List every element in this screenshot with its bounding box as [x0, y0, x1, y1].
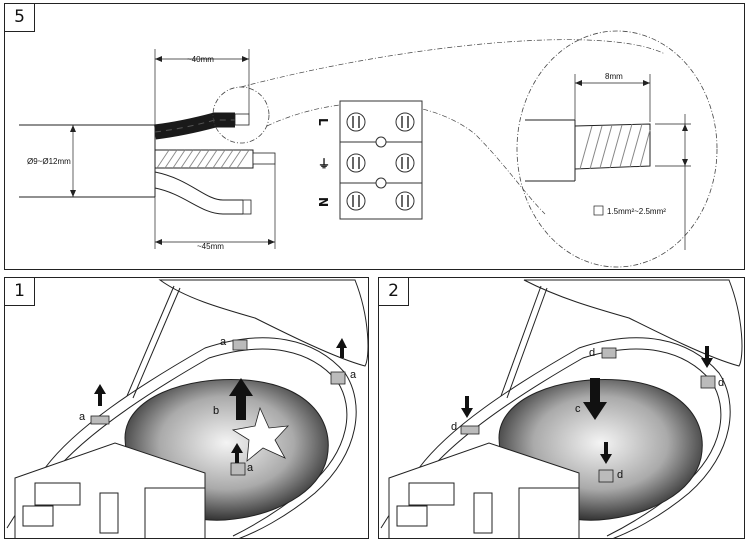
label-d-left: d [451, 421, 457, 433]
label-a-left: a [79, 411, 86, 423]
lift-arrows [94, 338, 347, 463]
step-number-5: 5 [5, 4, 35, 32]
luminaire-cover [126, 279, 368, 399]
label-a-top: a [220, 336, 227, 348]
wiring-diagram: ~40mm ~45mm Ø9~Ø12mm 8 [19, 30, 718, 268]
gear-tray [14, 442, 206, 538]
terminal-label-earth: ⏚ [318, 157, 330, 171]
label-d-bottom: d [617, 469, 623, 481]
gear-tray [388, 442, 580, 538]
close-step-panel: 2 [378, 277, 745, 539]
label-c: c [575, 403, 581, 415]
luminaire-cover [500, 279, 743, 399]
terminal-label-neutral: N [316, 197, 330, 207]
step-number-2: 2 [379, 278, 409, 306]
terminal-label-live: L [316, 118, 330, 126]
cable-wires [154, 112, 276, 215]
step-number-1: 1 [5, 278, 35, 306]
strip-detail-label: 8mm [605, 72, 623, 81]
magnifier-callout [212, 30, 718, 268]
strip-core-label: ~45mm [197, 242, 224, 251]
press-arrows [461, 346, 713, 464]
label-d-top: d [589, 347, 595, 359]
wire-section-label: 1.5mm²~2.5mm² [607, 207, 666, 216]
clip-brackets [460, 347, 716, 483]
label-a-bottom: a [247, 462, 254, 474]
wiring-step-panel: 5 [4, 3, 745, 270]
label-b: b [213, 405, 219, 417]
cable-diameter-label: Ø9~Ø12mm [27, 157, 71, 166]
label-a-right: a [350, 369, 357, 381]
open-step-panel: 1 [4, 277, 369, 539]
strip-outer-label: ~40mm [187, 55, 214, 64]
dimension-lines [70, 49, 276, 249]
label-d-right: d [718, 377, 724, 389]
luminaire-open-illustration: a a a a b [6, 279, 368, 538]
clip-brackets [90, 339, 346, 476]
reflector-shape [231, 406, 290, 462]
luminaire-close-illustration: d d d d c [380, 279, 743, 538]
terminal-block [339, 100, 423, 220]
stripped-wire-detail [525, 74, 691, 250]
